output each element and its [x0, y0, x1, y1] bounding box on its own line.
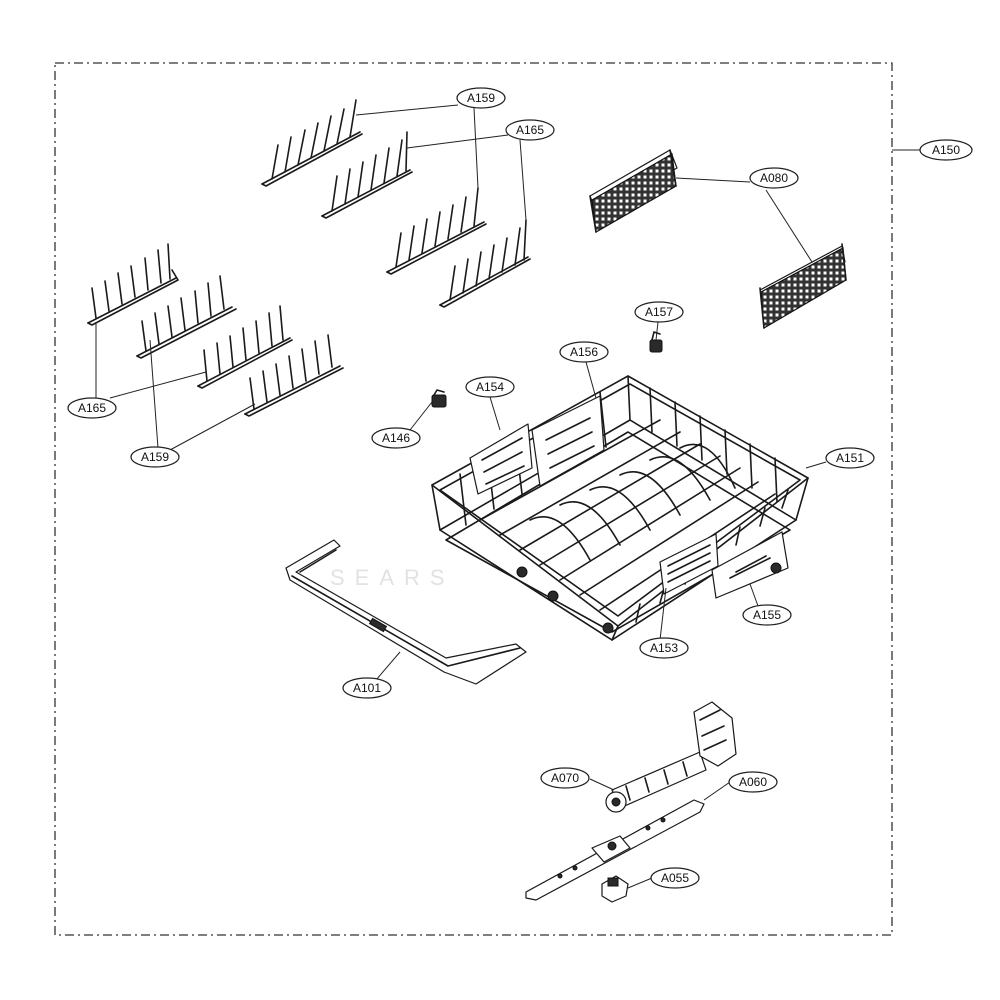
svg-text:A080: A080	[760, 171, 788, 185]
callout-a151: A151	[825, 447, 875, 469]
spray-arm	[525, 799, 705, 901]
callout-a060: A060	[728, 771, 778, 793]
rack-basket	[431, 375, 809, 641]
assembly-frame	[54, 62, 893, 936]
svg-text:A153: A153	[650, 641, 678, 655]
tine-row-left-3	[197, 305, 293, 389]
callout-a146: A146	[371, 427, 421, 449]
callout-a155: A155	[742, 604, 792, 626]
tine-row-top-4	[439, 219, 531, 308]
clip-a146	[431, 389, 447, 408]
tine-row-left-4	[244, 334, 344, 417]
svg-text:A154: A154	[476, 380, 504, 394]
callout-a165-left: A165	[67, 397, 117, 419]
spray-arm-nut	[601, 875, 629, 903]
callout-a153: A153	[639, 637, 689, 659]
tine-row-left-1	[87, 243, 179, 326]
callout-a156: A156	[559, 341, 609, 363]
svg-text:A157: A157	[645, 305, 673, 319]
callout-a070: A070	[540, 767, 590, 789]
svg-text:A151: A151	[836, 451, 864, 465]
svg-text:A165: A165	[78, 401, 106, 415]
callout-a154: A154	[465, 376, 515, 398]
tine-row-top-3	[386, 187, 487, 275]
tine-row-top-2	[321, 131, 413, 219]
callout-a157: A157	[634, 301, 684, 323]
spray-supply-pipe	[605, 701, 737, 813]
svg-text:A070: A070	[551, 771, 579, 785]
handle-bar	[285, 539, 527, 685]
callout-a080: A080	[749, 167, 799, 189]
tine-row-left-2	[136, 275, 237, 359]
svg-text:A155: A155	[753, 608, 781, 622]
callout-a165-top: A165	[505, 119, 555, 141]
svg-text:A060: A060	[739, 775, 767, 789]
leader-lines	[95, 104, 920, 889]
grille-panel-lower	[759, 243, 847, 329]
tine-row-top-1	[261, 99, 363, 187]
callout-a159-top: A159	[456, 87, 506, 109]
svg-text:A165: A165	[516, 123, 544, 137]
clip-a157	[649, 331, 663, 353]
svg-text:A150: A150	[932, 143, 960, 157]
watermark: SEARS	[330, 565, 455, 590]
svg-text:A159: A159	[467, 91, 495, 105]
callout-a150: A150	[919, 139, 973, 161]
svg-text:A146: A146	[382, 431, 410, 445]
svg-text:A055: A055	[661, 871, 689, 885]
svg-text:A101: A101	[353, 681, 381, 695]
callout-a101: A101	[342, 677, 392, 699]
callout-a055: A055	[650, 867, 700, 889]
callout-a159-left: A159	[130, 446, 180, 468]
svg-text:A156: A156	[570, 345, 598, 359]
svg-text:A159: A159	[141, 450, 169, 464]
grille-panel-upper	[589, 149, 678, 233]
